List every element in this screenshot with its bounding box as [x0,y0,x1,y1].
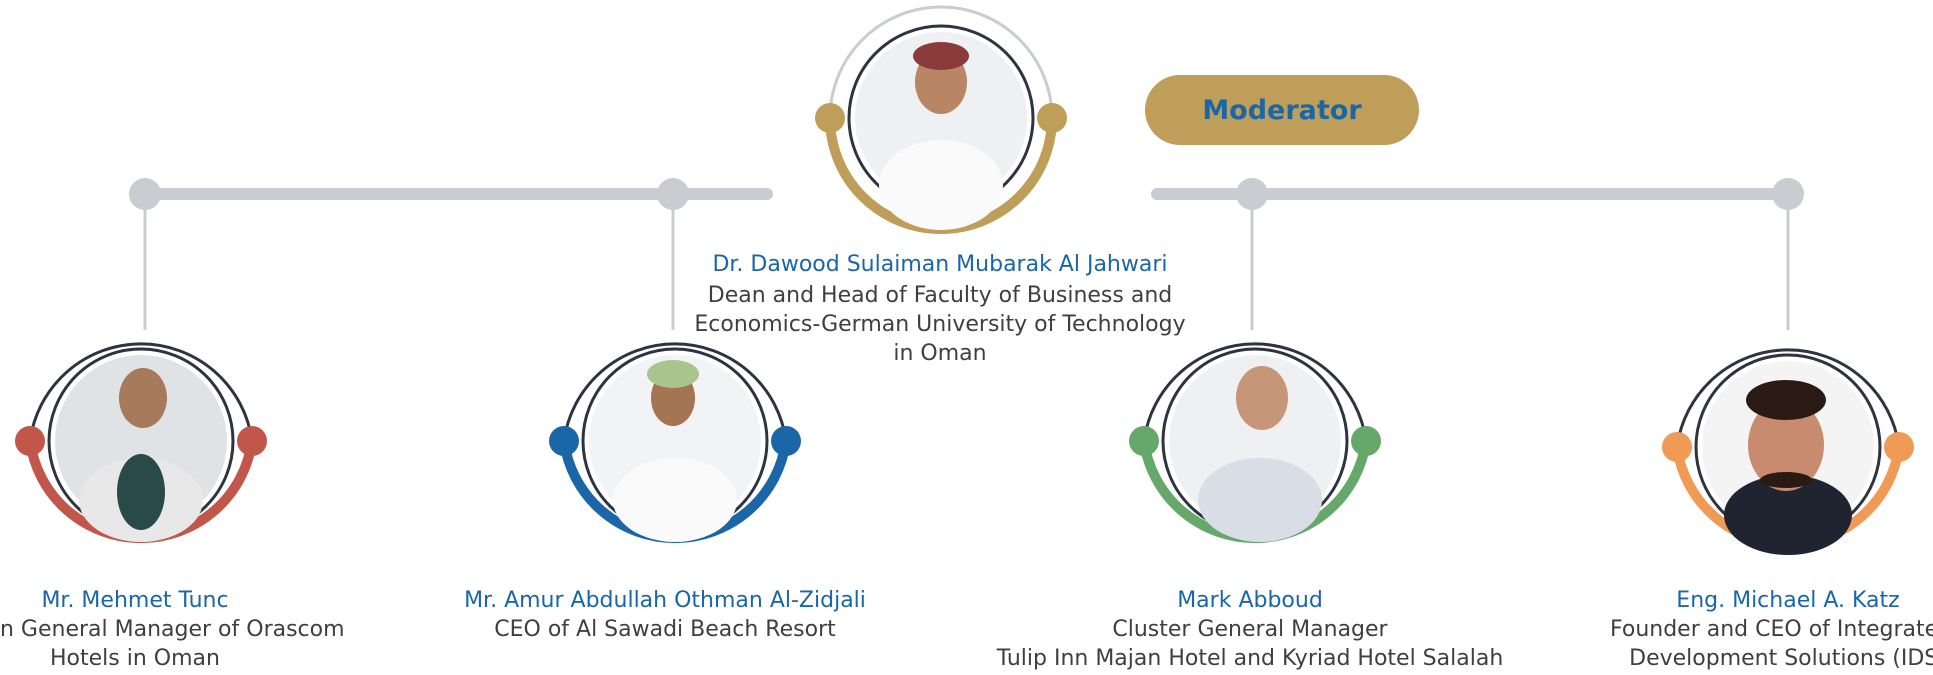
panelist-name: Mark Abboud [1177,588,1323,613]
panelist-portrait-ring-3 [1129,342,1381,543]
panelist-title-line: Cluster General Manager [1112,617,1388,642]
panelist-name: Mr. Amur Abdullah Othman Al-Zidjali [464,588,866,613]
moderator-badge: Moderator [1145,75,1419,145]
moderator-title-line-3: in Oman [893,341,987,366]
panelist-title-line: Founder and CEO of Integrated [1610,617,1933,642]
moderator-title-line-1: Dean and Head of Faculty of Business and [707,283,1173,308]
connector-lines [129,178,1804,330]
panelist-title-line: Hotels in Oman [50,646,220,671]
panelist-title-line: n General Manager of Orascom [0,617,345,642]
panelist-portrait-ring-4 [1662,348,1914,555]
moderator-portrait-ring [815,5,1067,234]
panelist-portrait-ring-1 [15,342,267,543]
panelist-name: Eng. Michael A. Katz [1676,588,1900,613]
panelist-title-line: Development Solutions (IDS) [1629,646,1933,671]
panelist-title-line: CEO of Al Sawadi Beach Resort [494,617,836,642]
moderator-title-line-2: Economics-German University of Technolog… [694,312,1186,337]
panelist-portrait-ring-2 [549,342,801,543]
moderator-name: Dr. Dawood Sulaiman Mubarak Al Jahwari [712,252,1168,277]
panelist-title-line: Tulip Inn Majan Hotel and Kyriad Hotel S… [996,646,1504,671]
panelist-name: Mr. Mehmet Tunc [41,588,229,613]
